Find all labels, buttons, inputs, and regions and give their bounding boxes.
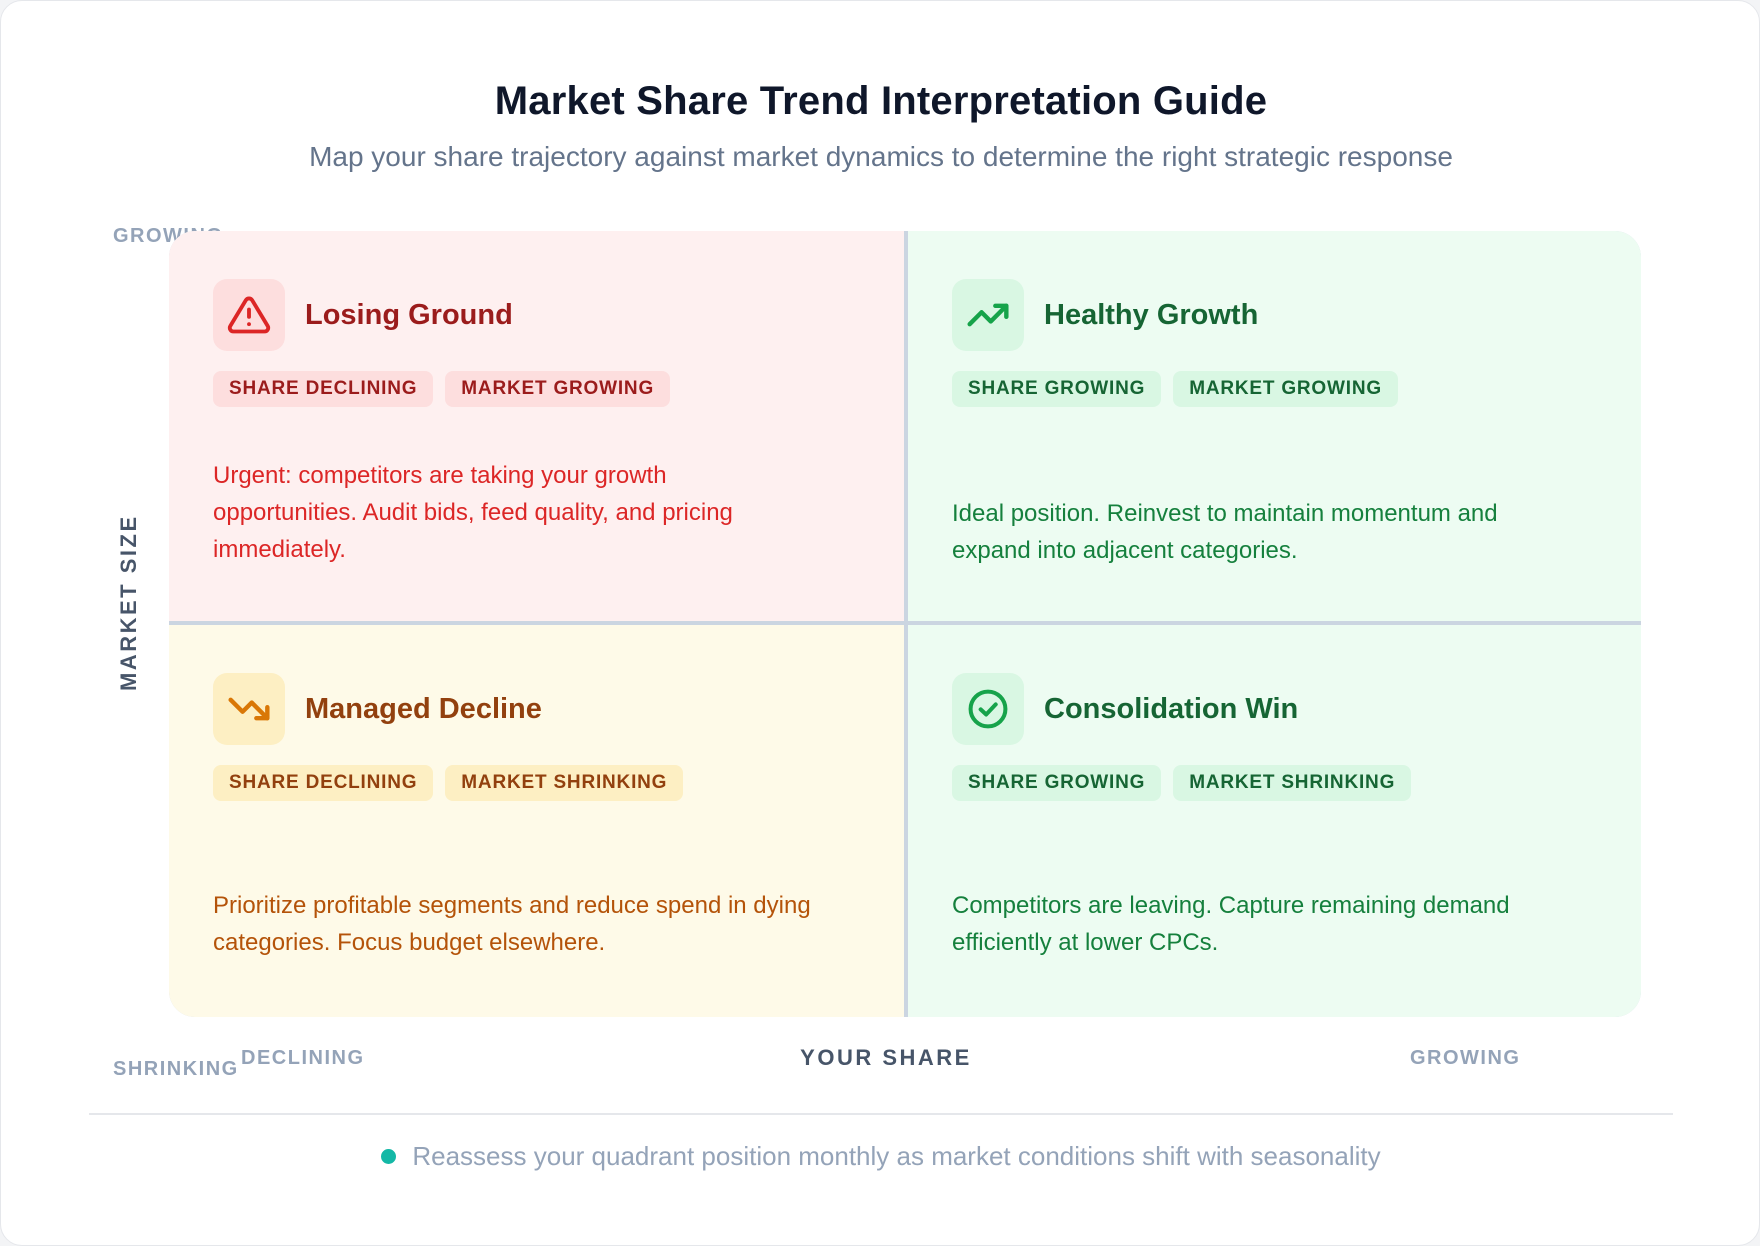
x-axis-title: YOUR SHARE — [800, 1045, 972, 1070]
quadrant-grid: Losing Ground SHARE DECLINING MARKET GRO… — [169, 231, 1641, 1017]
footer-divider — [89, 1113, 1673, 1115]
quadrant-healthy-growth: Healthy Growth SHARE GROWING MARKET GROW… — [908, 231, 1641, 621]
market-tag: MARKET GROWING — [445, 371, 671, 407]
x-axis-right-label: GROWING — [1410, 1047, 1521, 1069]
quadrant-consolidation-win: Consolidation Win SHARE GROWING MARKET S… — [908, 625, 1641, 1017]
y-axis-bottom-label: SHRINKING — [113, 1058, 239, 1080]
quadrant-title: Consolidation Win — [1044, 692, 1299, 725]
market-tag: MARKET GROWING — [1173, 371, 1398, 407]
quadrant-title: Managed Decline — [305, 692, 542, 725]
share-tag: SHARE DECLINING — [213, 371, 434, 407]
page-title: Market Share Trend Interpretation Guide — [494, 79, 1268, 123]
quadrant-losing-ground: Losing Ground SHARE DECLINING MARKET GRO… — [169, 231, 904, 621]
check-circle-icon — [952, 673, 1024, 745]
share-tag: SHARE GROWING — [952, 371, 1162, 407]
status-dot-icon — [381, 1149, 397, 1164]
x-axis-left-label: DECLINING — [241, 1047, 365, 1069]
warning-triangle-icon — [213, 279, 285, 351]
quadrant-description: Ideal position. Reinvest to maintain mom… — [952, 500, 1498, 564]
quadrant-title: Healthy Growth — [1044, 298, 1259, 331]
footer-text: Reassess your quadrant position monthly … — [412, 1141, 1381, 1171]
quadrant-managed-decline: Managed Decline SHARE DECLINING MARKET S… — [169, 625, 904, 1017]
page-subtitle: Map your share trajectory against market… — [309, 141, 1453, 172]
trending-up-icon — [952, 279, 1024, 351]
share-tag: SHARE DECLINING — [213, 765, 434, 801]
quadrant-description: Urgent: competitors are taking your grow… — [213, 462, 733, 563]
quadrant-description: Prioritize profitable segments and reduc… — [213, 892, 811, 956]
y-axis-title: MARKET SIZE — [116, 514, 141, 691]
market-tag: MARKET SHRINKING — [445, 765, 684, 801]
share-tag: SHARE GROWING — [952, 765, 1162, 801]
market-tag: MARKET SHRINKING — [1173, 765, 1412, 801]
footer-note: Reassess your quadrant position monthly … — [1, 1141, 1760, 1172]
quadrant-title: Losing Ground — [305, 298, 513, 331]
trending-down-icon — [213, 673, 285, 745]
quadrant-description: Competitors are leaving. Capture remaini… — [952, 892, 1510, 956]
